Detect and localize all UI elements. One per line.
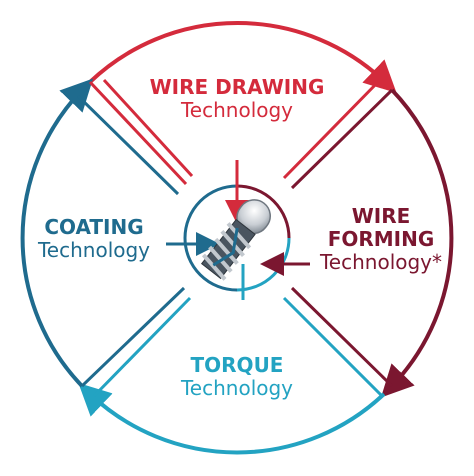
coating-label: COATING Technology bbox=[24, 216, 164, 262]
wire-drawing-title: WIRE DRAWING bbox=[149, 75, 325, 99]
wire-forming-subtitle: Technology* bbox=[319, 250, 443, 274]
coating-subtitle: Technology bbox=[37, 238, 151, 262]
spoke-bottom-right bbox=[290, 286, 394, 388]
torque-title: TORQUE bbox=[190, 353, 284, 377]
torque-subtitle: Technology bbox=[180, 376, 294, 400]
wire-forming-label: WIRE FORMING Technology* bbox=[306, 205, 456, 274]
hub-bottom-left bbox=[183, 237, 238, 292]
torque-label: TORQUE Technology bbox=[137, 354, 337, 400]
spoke-top-right bbox=[290, 88, 394, 190]
hub-top-left bbox=[183, 184, 238, 239]
coating-title: COATING bbox=[44, 215, 144, 239]
spoke-top-right-red bbox=[282, 78, 382, 180]
wire-forming-title-line1: WIRE bbox=[351, 204, 411, 228]
wire-drawing-label: WIRE DRAWING Technology bbox=[137, 76, 337, 122]
wire-drawing-subtitle: Technology bbox=[180, 98, 294, 122]
spoke-top-left-blue bbox=[76, 94, 180, 196]
screw-anchor-icon bbox=[200, 199, 271, 281]
spoke-bottom-right-teal bbox=[282, 296, 384, 398]
spoke-bottom-left-teal bbox=[92, 296, 192, 398]
spoke-bottom-left bbox=[80, 286, 186, 388]
spoke-top-left bbox=[88, 78, 194, 186]
wire-forming-title-line2: FORMING bbox=[327, 227, 435, 251]
hub-top-right bbox=[236, 184, 291, 239]
torque-arc bbox=[78, 383, 386, 455]
wire-forming-arc bbox=[380, 88, 454, 398]
coating-arc bbox=[20, 78, 94, 388]
wire-drawing-arc bbox=[88, 21, 397, 94]
